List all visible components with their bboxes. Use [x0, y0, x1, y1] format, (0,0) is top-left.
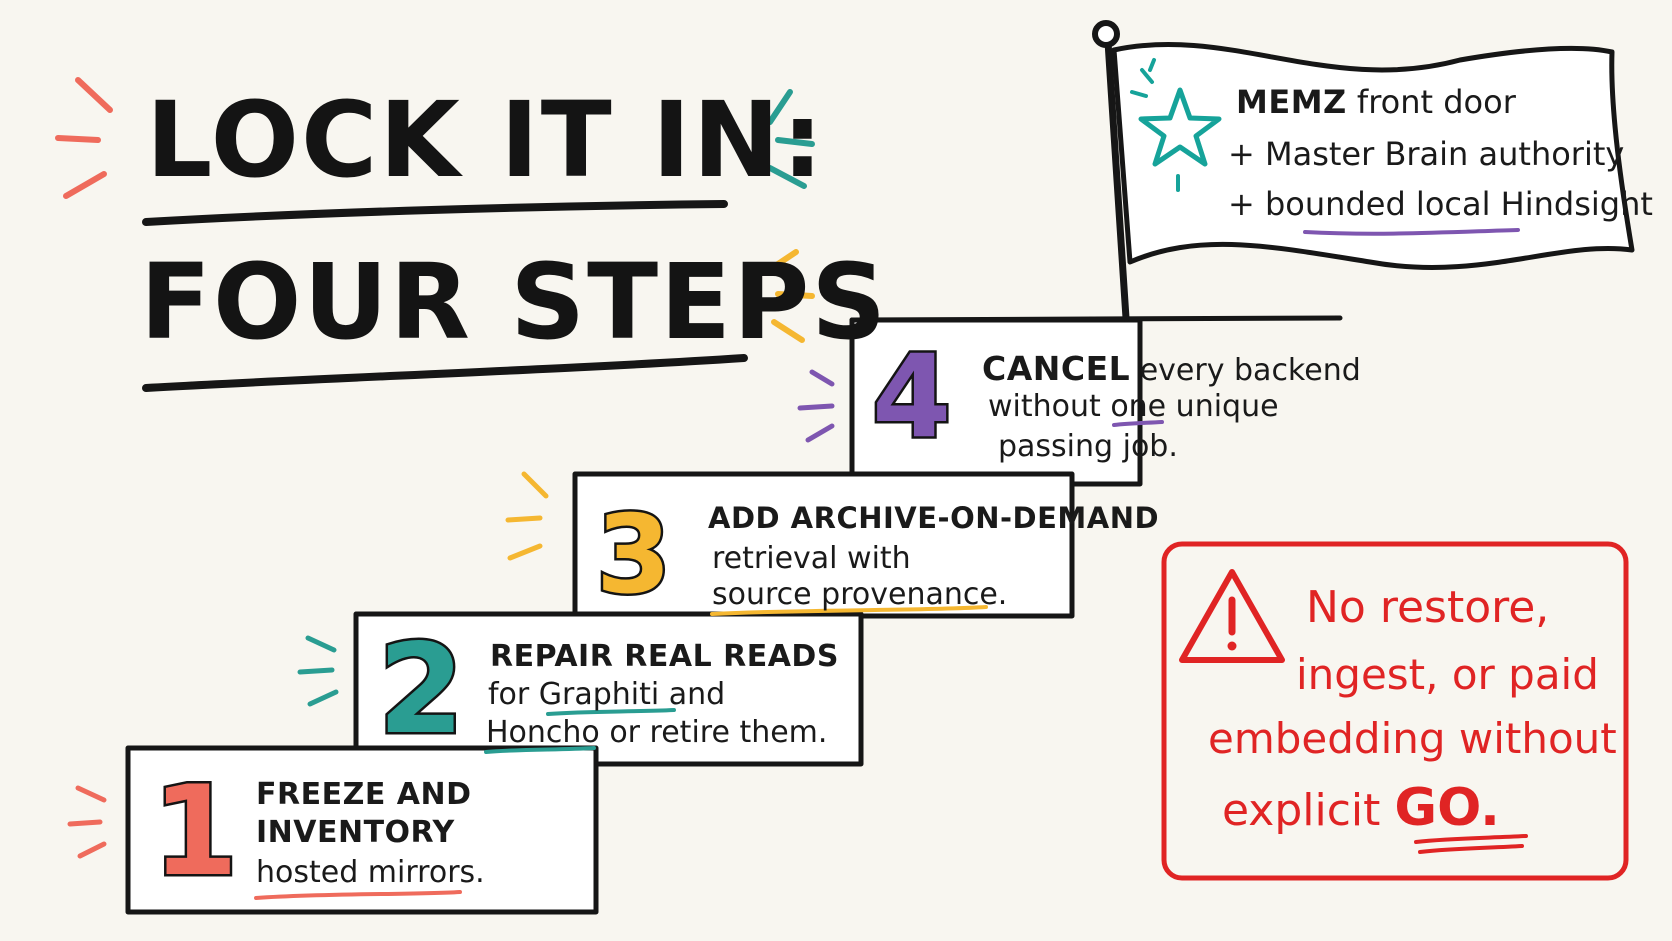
step4-accents	[797, 369, 835, 443]
step-number-2: 2	[375, 618, 466, 762]
flag-pole-knob	[1092, 20, 1120, 48]
title-line-2: FOUR STEPS	[140, 241, 889, 363]
title-underline-2	[142, 354, 748, 392]
step3-accents	[505, 471, 549, 561]
step2-line-1: REPAIR REAL READS	[490, 639, 839, 674]
stair-top-ledge	[849, 315, 1343, 323]
title-accents-yellow	[769, 249, 815, 343]
title-accents-red	[55, 77, 113, 199]
underline-honcho	[484, 746, 596, 754]
step-number-3: 3	[593, 493, 673, 618]
flag-pole	[1104, 38, 1130, 322]
step3-line-3: source provenance.	[712, 577, 1008, 612]
step1-accents	[67, 785, 107, 859]
flag-line-1: MEMZ front door	[1236, 86, 1516, 118]
warning-line-4: explicit GO.	[1222, 782, 1500, 834]
warning-icon	[1179, 569, 1285, 663]
warning-go: GO.	[1394, 778, 1500, 838]
flag-underline	[1303, 228, 1520, 236]
title-accents-teal	[767, 89, 815, 189]
step1-line-2: INVENTORY	[256, 815, 455, 850]
warning-line-1: No restore,	[1306, 582, 1550, 633]
step4-line-1: CANCEL every backend	[982, 352, 1361, 386]
flag-line-2: + Master Brain authority	[1228, 135, 1625, 173]
flag-front-door: front door	[1356, 83, 1516, 121]
step3-line-2: retrieval with	[712, 541, 911, 576]
step-number-1: 1	[149, 760, 240, 904]
step2-accents	[297, 635, 339, 707]
star-icon	[1130, 58, 1222, 192]
title-underline-1	[142, 200, 728, 226]
underline-source-provenance	[710, 605, 988, 616]
go-underline	[1414, 834, 1528, 854]
step4-line-2: without one unique	[988, 389, 1279, 424]
warning-line-2: ingest, or paid	[1296, 650, 1599, 699]
warning-line-3: embedding without	[1208, 714, 1617, 763]
step4-line-3: passing job.	[998, 429, 1178, 464]
step3-line-1: ADD ARCHIVE-ON-DEMAND	[708, 501, 1160, 535]
title-line-1: LOCK IT IN:	[146, 79, 826, 201]
step2-line-3: Honcho or retire them.	[486, 715, 828, 750]
underline-hosted-mirrors	[254, 890, 462, 900]
step4-every-backend: every backend	[1139, 353, 1361, 388]
warning-explicit: explicit	[1222, 785, 1381, 836]
step-number-4: 4	[869, 330, 953, 463]
warning-box	[1161, 541, 1629, 881]
step4-cancel: CANCEL	[982, 349, 1131, 388]
step1-line-3: hosted mirrors.	[256, 855, 485, 890]
underline-graphiti	[546, 708, 676, 716]
step2-line-2: for Graphiti and	[488, 677, 726, 712]
flag-memz: MEMZ	[1236, 83, 1347, 121]
step1-line-1: FREEZE AND	[256, 777, 472, 812]
flag-banner	[1111, 41, 1635, 270]
flag-line-3: + bounded local Hindsight	[1228, 185, 1653, 223]
underline-one	[1112, 420, 1164, 427]
